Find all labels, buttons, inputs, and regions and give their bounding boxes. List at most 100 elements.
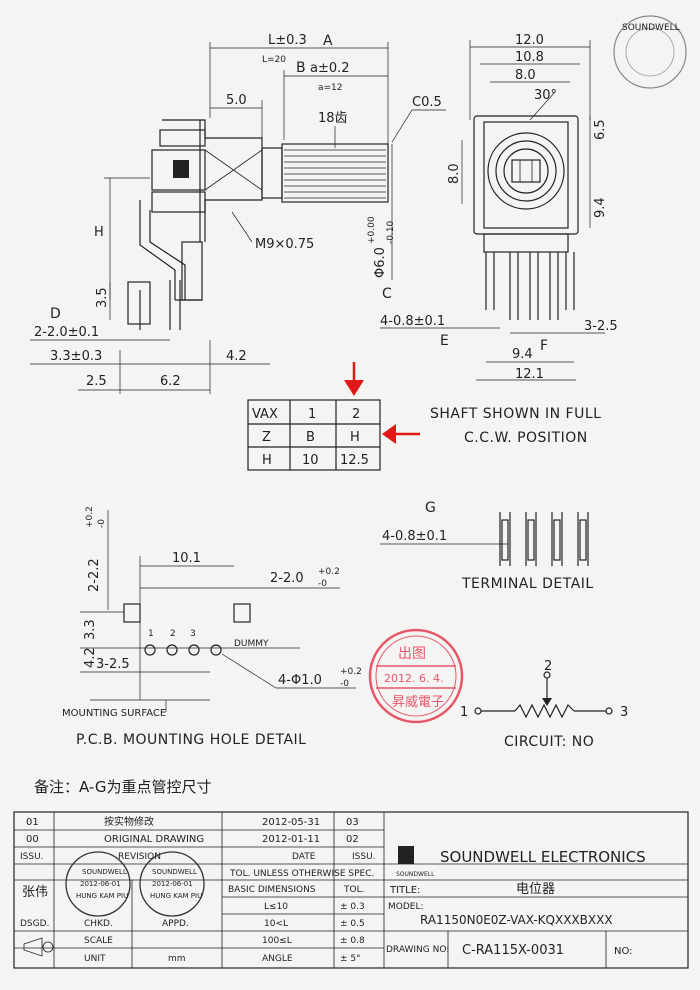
variant-header-vax: VAX	[252, 407, 278, 422]
drawing-no-value: C-RA115X-0031	[462, 943, 564, 958]
terminal-label-G: G	[425, 500, 436, 516]
label-dsgd: DSGD.	[20, 919, 49, 929]
tol-value: ± 0.3	[340, 902, 365, 912]
rev-header-revision: REVISION	[118, 852, 161, 862]
side-view: L±0.3 A L=20 B a±0.2 a=12 5.0 18齿 C0.5	[30, 33, 446, 394]
title-value: 电位器	[516, 882, 555, 897]
title-label: TITLE:	[389, 885, 420, 896]
label-chkd: CHKD.	[84, 919, 113, 929]
rev-date: 2012-05-31	[262, 817, 320, 828]
dim-shaft-dia: Φ6.0	[373, 247, 388, 278]
dim-L: L±0.3	[268, 33, 307, 48]
rev-desc: ORIGINAL DRAWING	[104, 834, 204, 845]
dim-12-0: 12.0	[515, 33, 544, 48]
pcb-dim-3-25: 3-2.5	[96, 657, 130, 672]
pcb-dim-4-10-tol-dn: -0	[340, 679, 349, 689]
stamp-bottom: 昇威電子	[392, 695, 444, 710]
company-logo-text: SOUNDWELL	[396, 871, 435, 878]
signature-stamp-name: HUNG KAM PIU	[76, 892, 128, 900]
stamp-date: 2012. 6. 4.	[384, 672, 443, 685]
signature-stamp-name: HUNG KAM PIU	[150, 892, 202, 900]
tol-range: ANGLE	[262, 954, 293, 964]
company-name: SOUNDWELL ELECTRONICS	[440, 848, 646, 866]
rev-code: 02	[346, 834, 359, 845]
dim-8-0v: 8.0	[447, 163, 462, 184]
circuit-pin-2: 2	[544, 659, 552, 674]
pcb-dim-4-10: 4-Φ1.0	[278, 673, 322, 688]
dim-4-2: 4.2	[226, 349, 247, 364]
rev-desc: 按实物修改	[104, 815, 154, 828]
dim-H: H	[94, 225, 104, 240]
dim-label-F: F	[540, 338, 549, 354]
dim-2-5: 2.5	[86, 374, 107, 389]
dim-label-B: B	[296, 60, 306, 76]
rev-header-issu: ISSU.	[20, 852, 44, 862]
rev-date: 2012-01-11	[262, 834, 320, 845]
company-seal: SOUNDWELL	[613, 15, 687, 89]
remark-note: 备注：A-G为重点管控尺寸	[34, 778, 212, 796]
variant-cell: 12.5	[340, 453, 369, 468]
pcb-dim-4-10-tol-up: +0.2	[340, 667, 362, 677]
dim-c05: C0.5	[412, 95, 442, 110]
dim-9-4v: 9.4	[593, 197, 608, 218]
pcb-mount-surface: MOUNTING SURFACE	[62, 708, 166, 719]
tol-range: 10<L	[264, 919, 288, 929]
dim-6-2: 6.2	[160, 374, 181, 389]
label-unit: UNIT	[84, 954, 106, 964]
seal-text: SOUNDWELL	[622, 23, 680, 33]
pcb-dim-2-20-tol-up: +0.2	[318, 567, 340, 577]
pcb-dim-22: 2-2.2	[87, 558, 102, 592]
label-appd: APPD.	[162, 919, 189, 929]
tol-range: L≤10	[264, 902, 288, 912]
drafter-name: 张伟	[22, 885, 48, 900]
variant-cell: H	[262, 453, 272, 468]
dim-shaft-tol-up: +0.00	[367, 216, 377, 244]
pcb-dim-4-2: 4.2	[83, 647, 98, 668]
logo-icon	[173, 160, 189, 178]
variant-table: VAX 1 2 Z B H H 10 12.5	[247, 399, 381, 471]
signature-stamp-date: 2012-06-01	[80, 880, 121, 888]
pcb-dim-10-1: 10.1	[172, 551, 201, 566]
signature-stamp-top: SOUNDWELL	[82, 868, 127, 876]
variant-cell: H	[350, 430, 360, 445]
dim-a12: a=12	[318, 83, 343, 93]
unit-value: mm	[168, 954, 186, 964]
pcb-title: P.C.B. MOUNTING HOLE DETAIL	[76, 732, 306, 748]
dim-teeth: 18齿	[318, 111, 348, 126]
dim-label-D: D	[50, 306, 61, 322]
variant-cell: B	[306, 430, 315, 445]
dim-L20: L=20	[262, 55, 286, 65]
tol-basic-dims: BASIC DIMENSIONS	[228, 885, 316, 895]
dim-9-4: 9.4	[512, 347, 533, 362]
projection-symbol-icon	[23, 937, 54, 957]
pcb-pin-3: 3	[190, 629, 196, 639]
rev-no: 01	[26, 817, 39, 828]
stamp-top: 出图	[398, 646, 426, 662]
title-block: 01 按实物修改 2012-05-31 03 00 ORIGINAL DRAWI…	[13, 811, 689, 969]
dim-M9: M9×0.75	[255, 237, 314, 252]
dim-8-0: 8.0	[515, 68, 536, 83]
pcb-dim-22-tol-up: +0.2	[85, 506, 95, 528]
tol-range: 100≤L	[262, 936, 292, 946]
dim-6-5: 6.5	[593, 119, 608, 140]
variant-cell: Z	[262, 430, 271, 445]
terminal-detail: G 4-0.8±0.1 TERMINAL DETAIL	[380, 500, 593, 592]
pcb-dim-3-3: 3.3	[83, 619, 98, 640]
dim-2-2: 2-2.0±0.1	[34, 325, 99, 340]
variant-header-1: 1	[308, 407, 316, 422]
red-arrow-down-icon	[344, 362, 364, 396]
dim-5-0: 5.0	[226, 93, 247, 108]
model-value: RA1150N0E0Z-VAX-KQXXXBXXX	[420, 913, 613, 927]
tol-header: TOL. UNLESS OTHERWISE SPEC.	[229, 869, 374, 879]
dim-label-E: E	[440, 333, 449, 349]
rev-no: 00	[26, 834, 39, 845]
variant-header-2: 2	[352, 407, 360, 422]
dim-a: a±0.2	[310, 61, 350, 76]
shaft-note-line2: C.C.W. POSITION	[464, 430, 588, 446]
rev-header-date: DATE	[292, 852, 316, 862]
dim-30deg: 30°	[534, 88, 557, 103]
dim-label-A: A	[323, 33, 333, 49]
dim-3-3: 3.3±0.3	[50, 349, 102, 364]
dim-shaft-tol-dn: -0.10	[386, 220, 396, 244]
